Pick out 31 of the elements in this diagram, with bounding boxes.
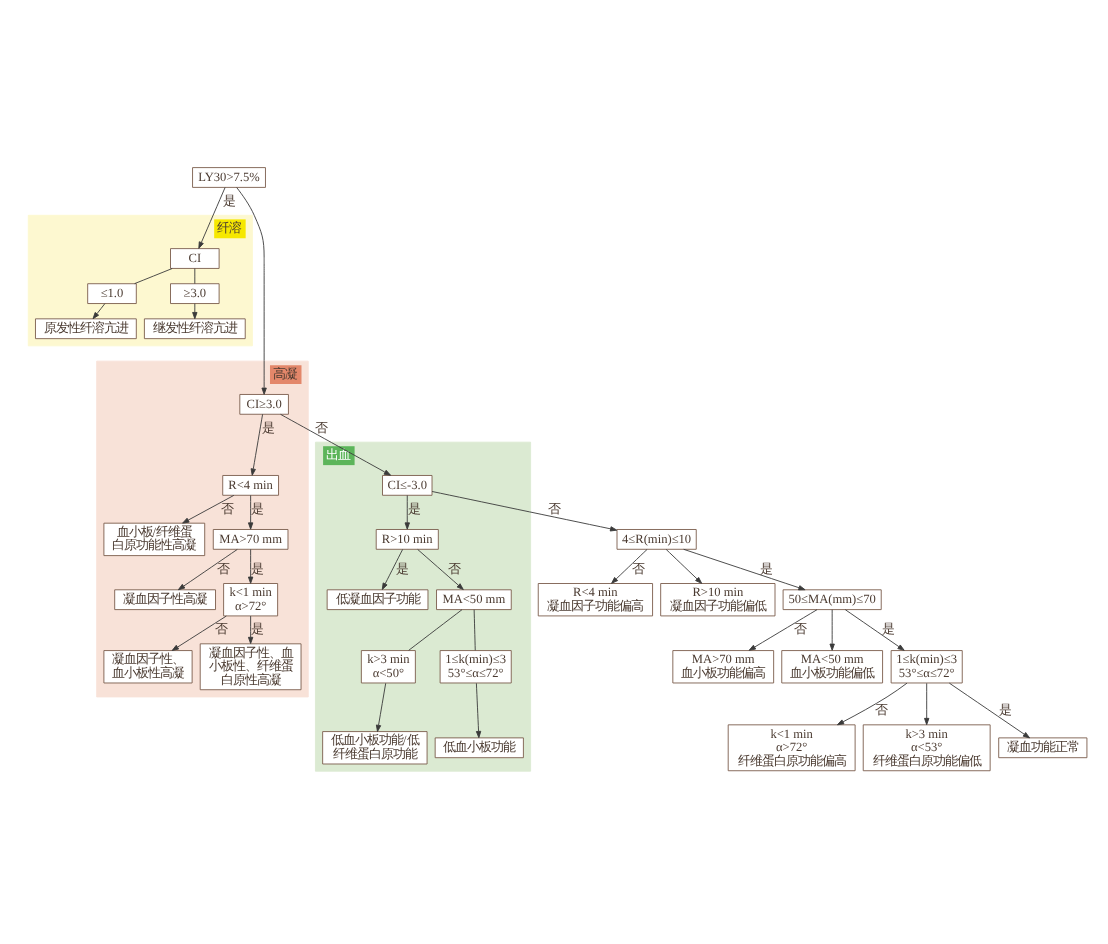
arrow (404, 493, 410, 529)
arrow (665, 548, 703, 583)
connector (194, 267, 196, 284)
arrow (198, 186, 226, 248)
arrow (924, 681, 930, 725)
arrow (836, 681, 908, 725)
arrow (381, 548, 404, 589)
arrow (236, 186, 267, 394)
arrow (948, 681, 1031, 738)
arrow (171, 614, 227, 650)
arrow (829, 608, 835, 650)
arrow (247, 614, 254, 644)
arrow (417, 548, 464, 589)
arrow (431, 490, 618, 531)
arrow (92, 302, 106, 319)
arrow (611, 548, 648, 583)
arrow (192, 302, 198, 319)
arrow (280, 412, 392, 475)
connector (408, 608, 463, 650)
arrow (247, 548, 254, 583)
arrow (683, 547, 806, 590)
arrow (247, 493, 254, 529)
arrow (844, 608, 905, 650)
arrow (375, 681, 387, 731)
arrow (182, 493, 235, 523)
arrow (250, 412, 264, 475)
arrow (475, 681, 482, 738)
arrow (177, 548, 238, 590)
connector (473, 608, 476, 650)
connector (134, 267, 173, 284)
arrow (748, 608, 818, 650)
